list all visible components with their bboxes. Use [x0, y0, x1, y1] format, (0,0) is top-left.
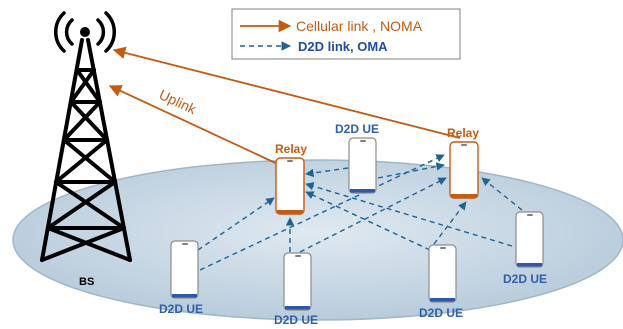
phone-relay-right [449, 141, 479, 199]
label-ue-bottom-left: D2D UE [159, 302, 203, 316]
uplink-label: Uplink [157, 86, 200, 117]
label-relay-left: Relay [275, 142, 307, 156]
legend: Cellular link , NOMA D2D link, OMA [231, 8, 461, 60]
uplink-arrow-left [108, 85, 283, 167]
bs-tower-icon [40, 11, 132, 262]
phone-ue-bottom-mid [283, 252, 312, 311]
label-bs: BS [79, 276, 94, 288]
d2d-links [197, 154, 523, 271]
label-ue-bottom-mid: D2D UE [274, 313, 318, 327]
legend-cellular-label: Cellular link , NOMA [296, 18, 423, 34]
phone-ue-bottom-right [428, 244, 457, 303]
label-relay-right: Relay [447, 126, 479, 140]
phone-relay-left [275, 157, 305, 215]
coverage-area [12, 159, 623, 321]
label-ue-top: D2D UE [335, 122, 379, 136]
label-ue-bottom-right: D2D UE [419, 306, 463, 320]
legend-d2d-label: D2D link, OMA [298, 39, 388, 54]
uplink-arrow-right [112, 46, 461, 139]
phone-ue-top [348, 137, 377, 194]
phone-ue-right [515, 211, 544, 268]
phone-ue-bottom-left [170, 240, 199, 299]
label-ue-right: D2D UE [503, 272, 547, 286]
